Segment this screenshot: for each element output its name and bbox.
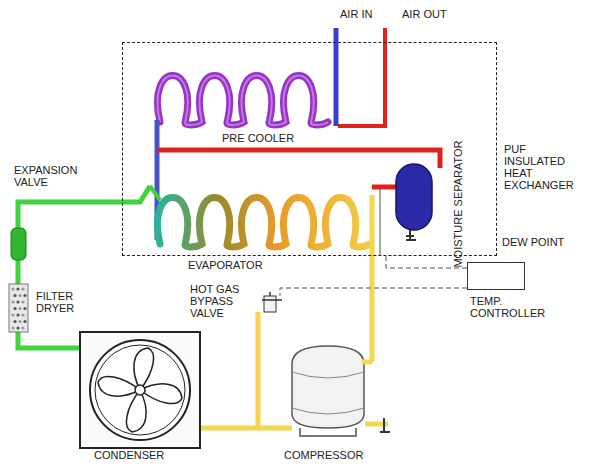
discharge-line — [258, 426, 292, 431]
controller-box: TEMP. CONTROLLER — [467, 262, 525, 290]
part-label: AIR OUT — [402, 8, 447, 20]
part-label: COMPRESSOR — [284, 449, 363, 461]
hot-gas-bypass-valve — [264, 296, 276, 312]
hot-gas-line — [200, 312, 258, 428]
condenser-fan-ring-inner — [95, 345, 185, 435]
pre-cooler-coil-highlight — [157, 76, 328, 126]
part-label: PRE COOLER — [222, 132, 294, 144]
part-label: EVAPORATOR — [188, 259, 263, 271]
node-label: PUF INSULATED HEAT EXCHANGER — [504, 143, 574, 191]
filter-dryer-fill — [11, 287, 26, 329]
part-label: AIR IN — [340, 8, 372, 20]
part-label: CONDENSER — [94, 449, 164, 461]
moisture-separator — [396, 164, 432, 230]
valve-stem — [262, 292, 282, 300]
part-label: FILTER DRYER — [36, 290, 88, 314]
evaporator-outlet — [372, 185, 398, 190]
compressor — [292, 346, 372, 436]
condenser — [80, 332, 200, 448]
dry-air-pipe — [157, 150, 440, 168]
liquid-line — [18, 186, 150, 348]
expansion-valve — [150, 186, 160, 200]
pre-cooler-coil — [157, 76, 328, 126]
part-label: MOISTURE SEPARATOR — [452, 140, 464, 267]
part-label: HOT GAS BYPASS VALVE — [190, 283, 262, 319]
heat-exchanger-enclosure: PUF INSULATED HEAT EXCHANGER — [122, 42, 497, 256]
drain-valve — [406, 230, 416, 240]
fan-blades — [98, 348, 182, 432]
control-signal-line — [280, 288, 467, 296]
sight-glass — [11, 228, 26, 260]
part-label: DEW POINT — [502, 236, 564, 248]
service-valve — [380, 418, 390, 432]
suction-line — [370, 195, 375, 362]
condenser-fan-ring — [90, 340, 190, 440]
filter-dryer — [9, 284, 28, 332]
node-label: TEMP. CONTROLLER — [470, 295, 532, 319]
part-label: EXPANSION VALVE — [14, 164, 96, 188]
evaporator-coil — [157, 198, 370, 248]
dew-point-probe — [380, 187, 381, 256]
